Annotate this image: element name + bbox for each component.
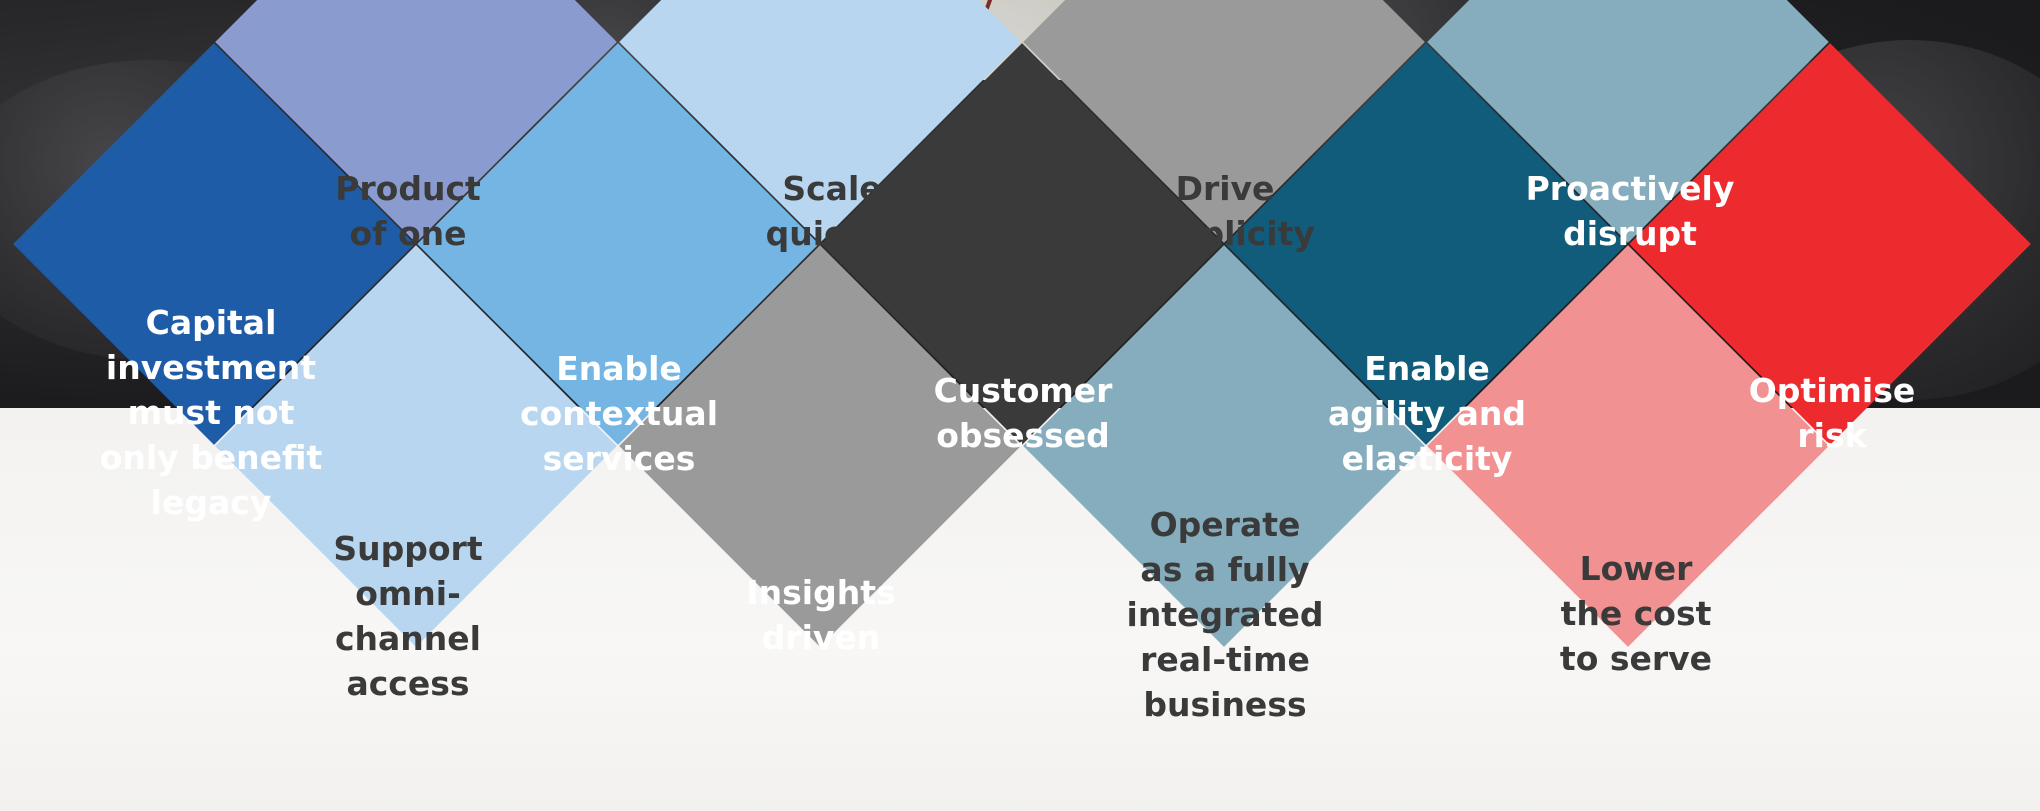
label-product-of-one: Product of one (335, 169, 481, 253)
label-support-omni-channel: Support omni- channel access (333, 529, 483, 703)
label-drive-simplicity: Drive simplicity (1135, 169, 1315, 253)
label-enable-agility: Enable agility and elasticity (1328, 349, 1526, 478)
label-enable-contextual-services: Enable contextual services (519, 349, 719, 478)
label-lower-cost: Lower the cost to serve (1559, 549, 1713, 678)
label-capital-investment: Capital investment must not only benefit… (99, 303, 323, 522)
label-scale-quickly: Scale quickly (765, 169, 899, 253)
label-insights-driven: Insights driven (746, 573, 896, 657)
label-optimise-risk: Optimise risk (1748, 371, 1916, 455)
label-customer-obsessed: Customer obsessed (933, 371, 1113, 455)
label-operate-integrated: Operate as a fully integrated real-time … (1126, 505, 1324, 724)
label-proactively-disrupt: Proactively disrupt (1525, 169, 1735, 253)
